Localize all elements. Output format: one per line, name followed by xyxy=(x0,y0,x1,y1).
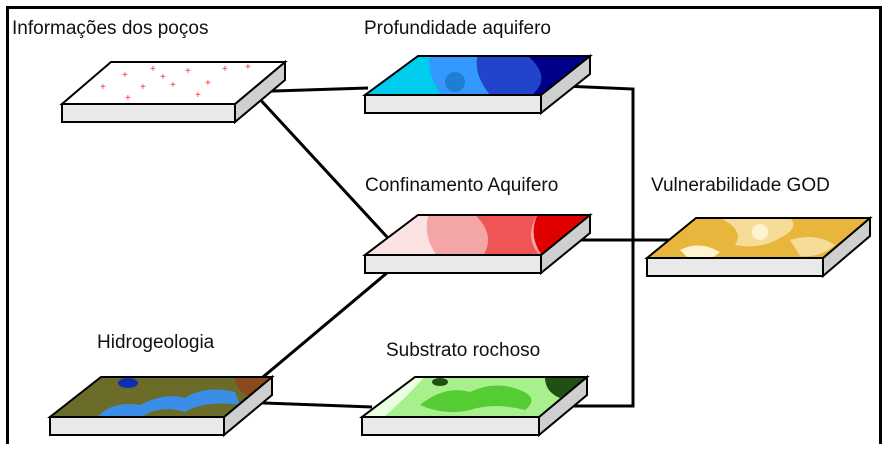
label-hydrogeology: Hidrogeologia xyxy=(97,332,215,353)
depth-slab-side xyxy=(364,94,542,114)
label-aquifer-confinement: Confinamento Aquifero xyxy=(365,175,559,196)
vulnerability-slab xyxy=(644,215,873,279)
well-points: + + + + + + + + + + + + xyxy=(100,62,251,104)
svg-text:+: + xyxy=(205,78,211,89)
link-depth-substrate-bracket xyxy=(540,83,635,408)
depth-slab xyxy=(361,53,593,116)
substrate-slab xyxy=(359,374,590,438)
link-wells-confinement xyxy=(254,93,390,240)
label-aquifer-depth: Profundidade aquifero xyxy=(364,18,551,39)
hydrogeology-slab-side xyxy=(49,416,225,436)
wells-slab: + + + + + + + + + + + + xyxy=(59,59,288,125)
diagram-frame xyxy=(6,6,882,444)
svg-text:+: + xyxy=(150,64,156,75)
svg-text:+: + xyxy=(140,82,146,93)
label-bedrock-substrate: Substrato rochoso xyxy=(386,340,541,361)
confinement-slab-side xyxy=(364,254,542,274)
svg-text:+: + xyxy=(100,82,106,93)
link-hydrogeology-confinement xyxy=(237,260,401,400)
svg-text:+: + xyxy=(195,90,201,101)
svg-text:+: + xyxy=(170,80,176,91)
svg-text:+: + xyxy=(185,66,191,77)
substrate-slab-side xyxy=(361,416,540,436)
wells-slab-side xyxy=(61,103,236,123)
svg-text:+: + xyxy=(245,62,251,73)
hydrogeology-slab xyxy=(47,374,275,438)
svg-text:+: + xyxy=(122,70,128,81)
label-god-vulnerability: Vulnerabilidade GOD xyxy=(651,175,830,196)
svg-text:+: + xyxy=(160,72,166,83)
vulnerability-map xyxy=(647,218,870,258)
confinement-slab xyxy=(362,212,593,276)
wells-slab-top xyxy=(59,61,288,105)
svg-text:+: + xyxy=(222,64,228,75)
svg-text:+: + xyxy=(125,93,131,104)
label-wells-info: Informações dos poços xyxy=(12,18,209,39)
vulnerability-slab-side xyxy=(646,257,824,277)
